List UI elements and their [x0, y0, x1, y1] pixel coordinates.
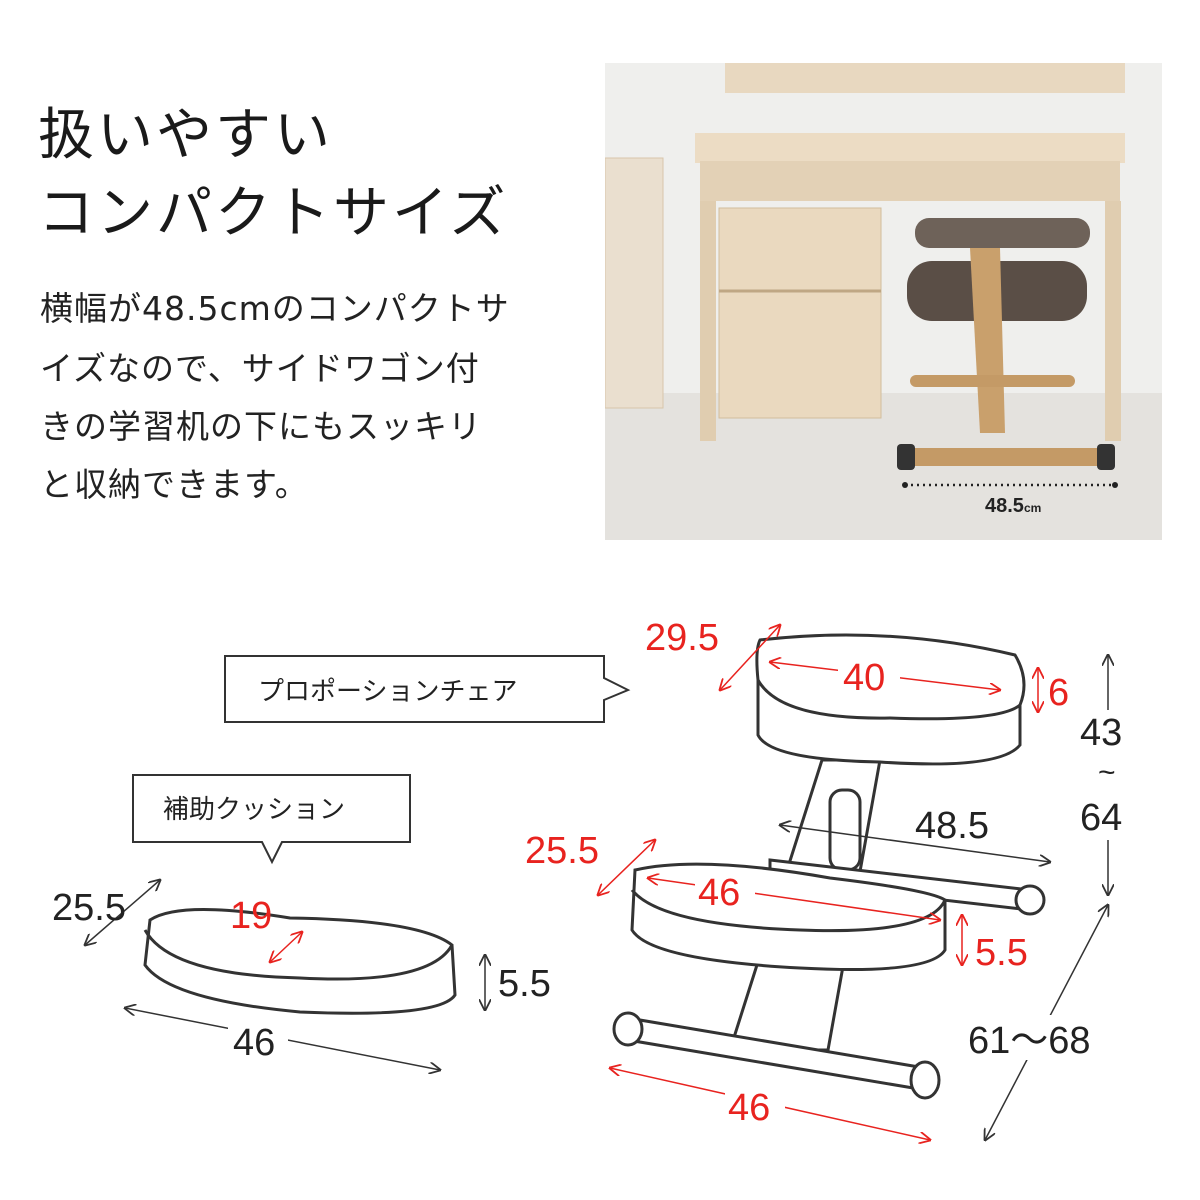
cushion-callout-box: [132, 774, 411, 865]
photo-width-label: 48.5: [985, 495, 1024, 517]
chair-callout-label: プロポーションチェア: [258, 677, 517, 707]
seat-depth: 29.5: [645, 617, 719, 659]
seat-height-min: 43: [1080, 712, 1122, 754]
knee-depth: 25.5: [525, 830, 599, 872]
description-line: きの学習机の下にもスッキリ: [40, 407, 482, 446]
overall-width: 48.5: [915, 805, 989, 847]
heading-line-1: 扱いやすい: [38, 103, 333, 168]
chair-callout-box: [224, 655, 631, 723]
cushion-width: 46: [233, 1022, 275, 1064]
cushion-height: 5.5: [498, 963, 551, 1005]
svg-text:48.5cm: 48.5cm: [985, 495, 1041, 517]
product-photo: 48.5cm: [605, 63, 1162, 540]
base-width: 46: [728, 1087, 770, 1129]
cushion-callout-label: 補助クッション: [163, 795, 345, 825]
description-line: イズなので、サイドワゴン付: [40, 349, 480, 388]
seat-height-separator: ~: [1098, 756, 1116, 789]
description-line: と収納できます。: [40, 465, 309, 504]
seat-height-max: 64: [1080, 797, 1122, 839]
photo-width-unit: cm: [1024, 501, 1041, 515]
knee-thickness: 5.5: [975, 932, 1028, 974]
overall-depth: 61〜68: [968, 1020, 1091, 1062]
heading-line-2: コンパクトサイズ: [38, 181, 509, 246]
seat-thickness: 6: [1048, 672, 1069, 714]
seat-width: 40: [843, 657, 885, 699]
description-line: 横幅が48.5cmのコンパクトサ: [40, 289, 510, 328]
cushion-depth: 25.5: [52, 887, 126, 929]
cushion-length-top: 19: [230, 895, 272, 937]
dimension-diagram: プロポーションチェア 補助クッション 25.5 19 5.5 46 29.5: [52, 617, 1140, 1200]
knee-width: 46: [698, 872, 740, 914]
cushion-outline: [143, 907, 457, 1015]
